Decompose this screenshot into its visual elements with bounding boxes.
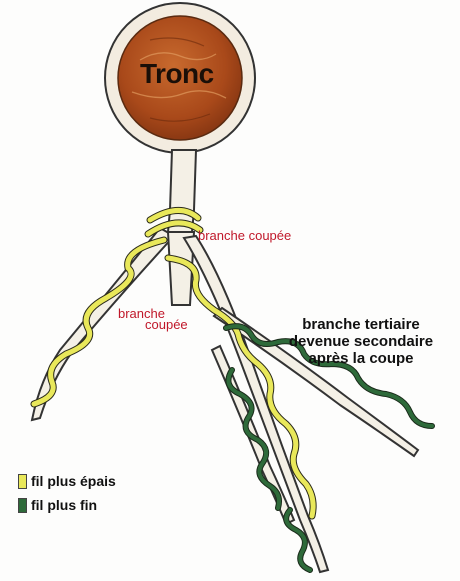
cut-branch-lower-label-line1: branche: [118, 306, 165, 321]
legend-label-thick: fil plus épais: [31, 473, 116, 489]
legend-item-thick: fil plus épais: [18, 473, 116, 489]
cut-branch-upper-label: branche coupée: [198, 228, 292, 243]
thick-wire-coil: [30, 207, 317, 520]
tertiary-branch-label-line2: devenue secondaire: [288, 333, 434, 350]
right-branch: [182, 234, 330, 574]
legend-label-thin: fil plus fin: [31, 497, 98, 513]
thin-wire-coil: [223, 323, 435, 573]
tertiary-branch-label-line3: après la coupe: [308, 350, 414, 367]
cut-branch-stub: [166, 231, 196, 306]
trunk-label: Tronc: [140, 58, 214, 89]
trunk-cross-section: [104, 2, 256, 154]
cut-branch-lower-label-line2: coupée: [145, 317, 188, 332]
tertiary-branch-label: branche tertiaire devenue secondaire apr…: [276, 316, 446, 367]
legend-item-thin: fil plus fin: [18, 497, 97, 513]
tertiary-branch-label-line1: branche tertiaire: [302, 316, 420, 333]
thin-wire-swatch: [18, 497, 27, 513]
thick-wire-swatch: [18, 473, 27, 489]
